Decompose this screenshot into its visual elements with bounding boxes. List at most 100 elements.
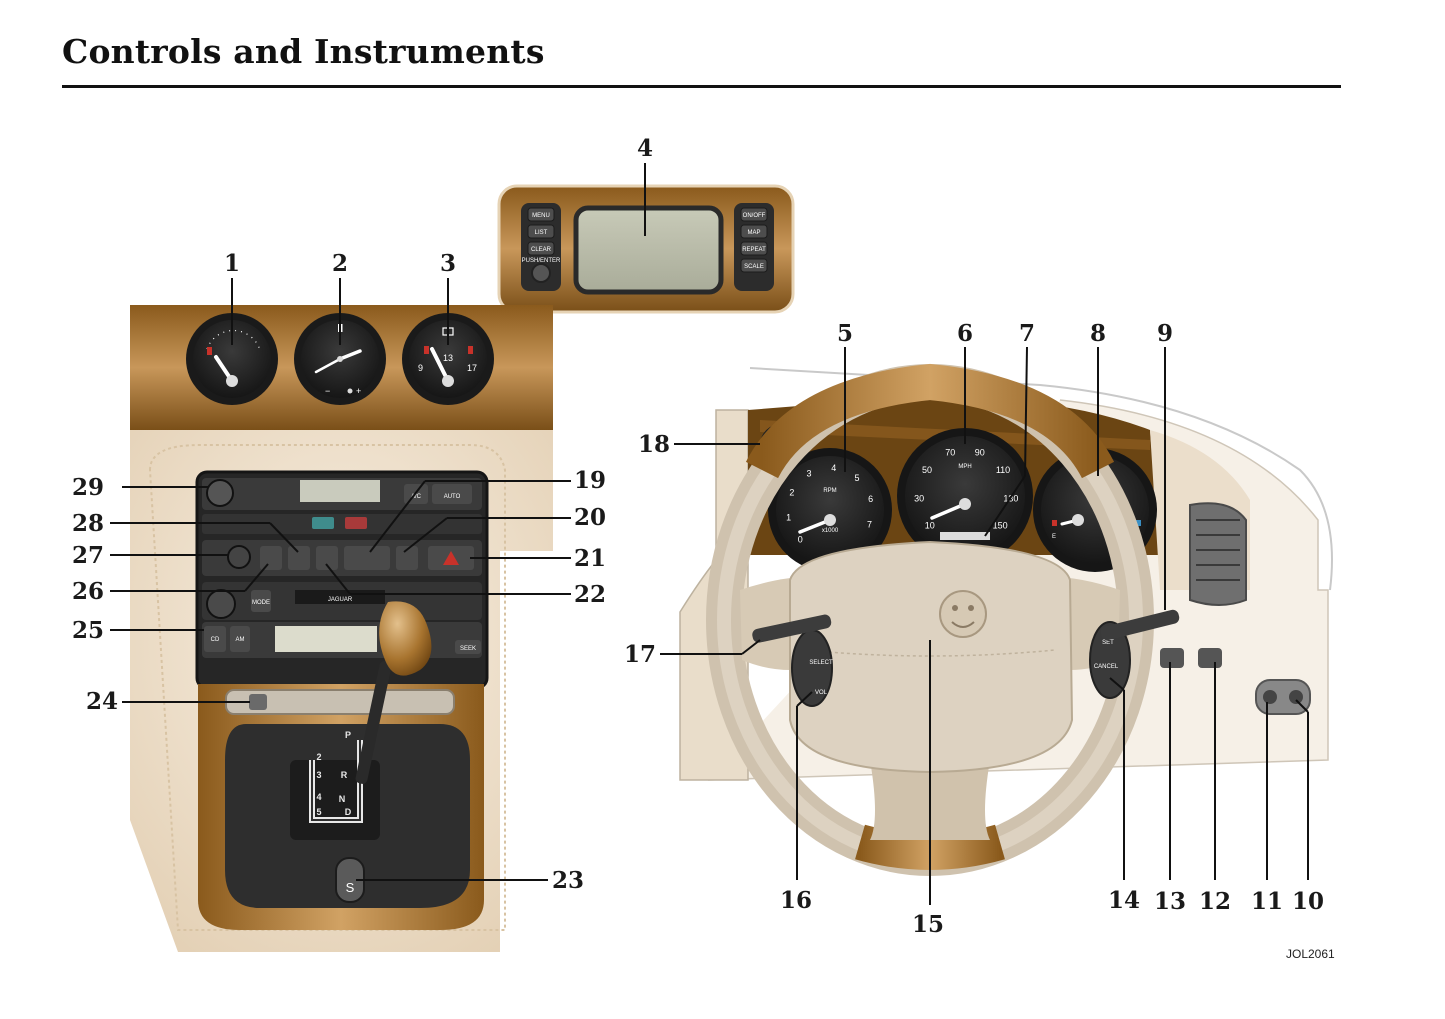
dial-tick-label: 3 — [806, 469, 811, 479]
odometer — [940, 532, 990, 540]
dial-tick-label: 30 — [914, 493, 924, 503]
callout-1: 1 — [224, 250, 240, 277]
gear-position-P: P — [345, 730, 351, 740]
fan-speed-knob[interactable] — [206, 479, 234, 507]
callout-9: 9 — [1157, 320, 1173, 347]
callout-7: 7 — [1019, 320, 1035, 347]
dial-tick-label: 0 — [798, 535, 803, 545]
callout-24: 24 — [86, 688, 118, 715]
callout-10: 10 — [1292, 888, 1324, 915]
heated-seat-right-button[interactable] — [396, 546, 418, 570]
heated-screen-button[interactable] — [312, 517, 334, 529]
rear-fog-button[interactable] — [316, 546, 338, 570]
callout-18: 18 — [638, 431, 670, 458]
volume-knob[interactable] — [206, 589, 236, 619]
nav-button-label: CLEAR — [531, 247, 552, 253]
push-enter-label: PUSH/ENTER — [522, 258, 561, 264]
callout-25: 25 — [72, 617, 104, 644]
svg-text:+: + — [356, 386, 361, 396]
fog-lamp-button[interactable] — [288, 546, 310, 570]
radio-display — [275, 626, 377, 652]
gear-position-R: R — [341, 770, 348, 780]
nav-button-label: MENU — [532, 213, 550, 219]
climate-display — [300, 480, 380, 502]
indicator-stalk[interactable] — [1099, 609, 1180, 642]
callout-15: 15 — [912, 911, 944, 938]
nav-button-list[interactable] — [527, 224, 555, 239]
callout-12: 12 — [1199, 888, 1231, 915]
navigation-screen — [573, 205, 724, 295]
nav-button-menu[interactable] — [527, 207, 555, 222]
switch-11[interactable] — [1263, 690, 1277, 704]
dial-tick-label: 7 — [867, 519, 872, 529]
switch-10[interactable] — [1289, 690, 1303, 704]
gear-knob[interactable] — [379, 601, 432, 676]
headlamp-switch[interactable] — [227, 545, 251, 569]
nav-button-on-off[interactable] — [740, 207, 768, 222]
title-rule — [62, 85, 1341, 88]
tach-multiplier: x1000 — [822, 528, 839, 534]
gear-position-4: 4 — [316, 792, 321, 802]
trip-computer-button[interactable] — [344, 546, 390, 570]
center-console: JAGUAR AUTO A/C MODE CD AM SEEK — [130, 305, 553, 952]
select-label: SELECT — [809, 660, 833, 666]
heated-seat-button[interactable] — [260, 546, 282, 570]
wiper-stalk[interactable] — [751, 613, 832, 643]
push-enter-knob[interactable] — [531, 263, 551, 283]
callout-20: 20 — [574, 504, 606, 531]
mode-label: MODE — [252, 600, 270, 606]
gear-position-3: 3 — [316, 770, 321, 780]
leader-lines — [110, 163, 1309, 905]
dial-tick-label: 10 — [925, 521, 935, 531]
callout-8: 8 — [1090, 320, 1106, 347]
callout-11: 11 — [1251, 888, 1283, 915]
nav-button-label: REPEAT — [742, 247, 766, 253]
tach-unit: RPM — [823, 488, 836, 494]
dial-tick-label: 4 — [831, 463, 836, 473]
speedometer — [905, 436, 1025, 556]
brand-label: JAGUAR — [328, 597, 353, 603]
gear-position-2: 2 — [316, 752, 321, 762]
callout-21: 21 — [574, 545, 606, 572]
air-vent — [1189, 502, 1247, 606]
callout-29: 29 — [72, 474, 104, 501]
volt-high: 17 — [467, 363, 477, 373]
traction-control-button[interactable] — [249, 694, 267, 710]
nav-button-label: LIST — [535, 230, 548, 236]
dial-tick-label: 5 — [854, 473, 859, 483]
seek-button[interactable] — [455, 640, 481, 654]
dial-tick-label: 70 — [945, 447, 955, 457]
nav-button-scale[interactable] — [740, 258, 768, 273]
gear-lever[interactable] — [355, 660, 393, 785]
callout-23: 23 — [552, 867, 584, 894]
switch-12[interactable] — [1198, 648, 1222, 668]
auto-button[interactable] — [432, 484, 472, 504]
gear-position-D: D — [345, 807, 352, 817]
volt-mid: 13 — [443, 353, 453, 363]
volt-low: 9 — [418, 363, 423, 373]
cd-button[interactable] — [204, 626, 226, 652]
am-fm-button[interactable] — [230, 626, 250, 652]
dial-tick-label: 50 — [922, 465, 932, 475]
cd-label: CD — [211, 637, 220, 643]
am-label: AM — [236, 637, 245, 643]
hazard-icon — [443, 551, 459, 565]
nav-button-map[interactable] — [740, 224, 768, 239]
set-label: SET — [1102, 640, 1114, 646]
nav-button-repeat[interactable] — [740, 241, 768, 256]
callout-2: 2 — [332, 250, 348, 277]
fuel-empty: E — [1052, 534, 1056, 540]
tachometer — [776, 456, 884, 564]
navigation-panel: MENU LIST CLEAR PUSH/ENTER ON/OFFMAPREPEATS… — [497, 184, 795, 314]
nav-button-clear[interactable] — [527, 241, 555, 256]
mode-button[interactable] — [251, 590, 271, 612]
rear-heater-button[interactable] — [345, 517, 367, 529]
switch-13[interactable] — [1160, 648, 1184, 668]
vol-label: VOL — [815, 690, 828, 696]
cancel-label: CANCEL — [1094, 664, 1119, 670]
cruise-controls-right[interactable] — [1089, 621, 1131, 699]
callout-3: 3 — [440, 250, 456, 277]
